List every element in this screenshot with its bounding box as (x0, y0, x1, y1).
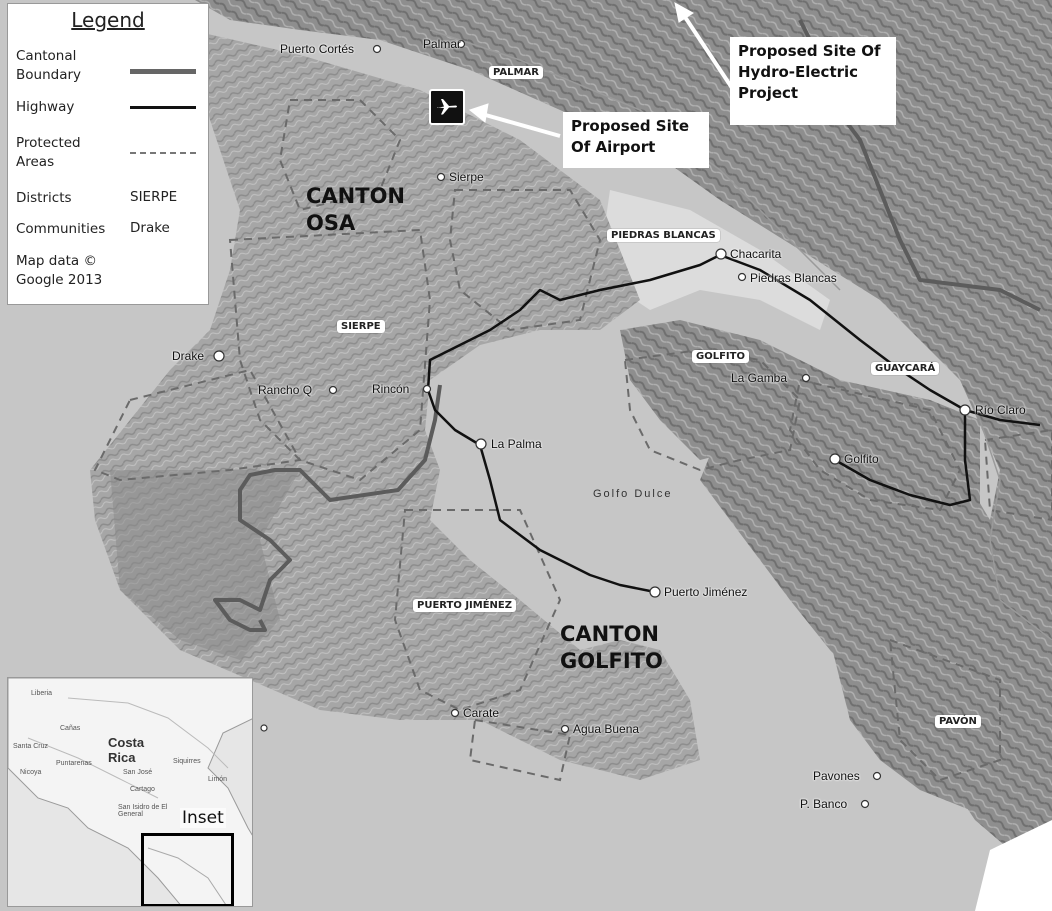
inset-locator-box (141, 833, 234, 906)
inset-town-siquirres: Siquirres (173, 758, 201, 765)
inset-town-santa-cruz: Santa Cruz (13, 743, 49, 750)
legend-label-districts: Districts (16, 190, 72, 206)
community-label-rancho-q: Rancho Q (258, 383, 313, 397)
osa-interior (110, 470, 300, 660)
district-label-palmar: PALMAR (489, 66, 543, 79)
community-label-puerto-cortes: Puerto Cortés (280, 42, 355, 56)
inset-town-cartago: Cartago (130, 786, 155, 793)
inset-map-graphic (8, 678, 252, 906)
piedras-blancas-area (600, 190, 830, 330)
legend-sample-cantonal-boundary (130, 69, 196, 74)
inset-town-nicoya: Nicoya (20, 769, 42, 776)
district-label-puerto-jimenez: PUERTO JIMÉNEZ (413, 599, 517, 612)
legend-sample-districts: SIERPE (130, 189, 178, 205)
district-label-pavon: PAVÓN (935, 715, 981, 728)
legend-title: Legend (71, 8, 145, 32)
inset-town-san-isidro: San Isidro de El General (118, 804, 168, 818)
airplane-icon[interactable] (429, 89, 465, 125)
district-label-sierpe: SIERPE (337, 320, 385, 333)
community-label-piedras-blancas: Piedras Blancas (750, 271, 837, 285)
inset-town-liberia: Liberia (31, 690, 53, 697)
district-label-golfito: GOLFITO (692, 350, 749, 363)
community-label-drake: Drake (172, 349, 205, 363)
highway (426, 253, 1041, 594)
community-label-carate: Carate (463, 706, 500, 720)
bottom-right-sea (975, 820, 1052, 911)
community-label-rincon: Rincón (372, 382, 410, 396)
community-label-la-gamba: La Gamba (731, 371, 788, 385)
inset-town-limon: Limón (208, 776, 228, 783)
community-label-agua-buena: Agua Buena (573, 722, 640, 736)
district-label-piedras-blancas: PIEDRAS BLANCAS (607, 229, 720, 242)
legend-map-data-credit: Map data © Google 2013 (16, 253, 103, 288)
legend-label-protected-areas: Protected Areas (16, 135, 81, 170)
map-legend: Legend Cantonal Boundary Highway Protect… (7, 3, 209, 305)
community-label-golfito: Golfito (844, 452, 879, 466)
district-label-guaycara: GUAYCARÁ (871, 362, 940, 375)
legend-sample-communities: Drake (130, 220, 170, 236)
community-label-p-banco: P. Banco (800, 797, 848, 811)
canton-label-osa: CANTON OSA (306, 184, 405, 235)
community-markers (213, 39, 971, 809)
community-label-palmar: Palmar (423, 37, 462, 51)
mainland-terrain (195, 0, 1052, 880)
inset-town-san-jose: San José (123, 769, 153, 776)
inset-town-canas: Cañas (60, 725, 81, 732)
callout-airport: Proposed Site Of Airport (563, 112, 709, 168)
legend-sample-highway (130, 106, 196, 109)
community-label-pavones: Pavones (813, 769, 860, 783)
legend-label-communities: Communities (16, 221, 106, 237)
community-label-chacarita: Chacarita (730, 247, 782, 261)
legend-label-cantonal-boundary: Cantonal Boundary (16, 48, 82, 83)
legend-sample-protected-areas (130, 152, 196, 154)
community-label-sierpe: Sierpe (449, 170, 484, 184)
inset-town-puntarenas: Puntarenas (56, 760, 92, 767)
canton-label-golfito: CANTON GOLFITO (560, 622, 663, 673)
callout-hydro-electric: Proposed Site Of Hydro-Electric Project (730, 37, 896, 125)
pavon-land (830, 620, 1052, 860)
inset-title: Inset (180, 808, 226, 828)
inset-country-label: Costa Rica (108, 735, 145, 765)
community-label-rio-claro: Río Claro (975, 403, 1026, 417)
inset-map[interactable]: Costa Rica Liberia Cañas Santa Cruz Punt… (7, 677, 253, 907)
golfito-land (620, 320, 980, 510)
community-label-la-palma: La Palma (491, 437, 542, 451)
protected-areas (93, 99, 1052, 782)
community-label-puerto-jimenez: Puerto Jiménez (664, 585, 748, 599)
water-label-golfo-dulce: Golfo Dulce (593, 488, 673, 500)
legend-label-highway: Highway (16, 99, 75, 115)
